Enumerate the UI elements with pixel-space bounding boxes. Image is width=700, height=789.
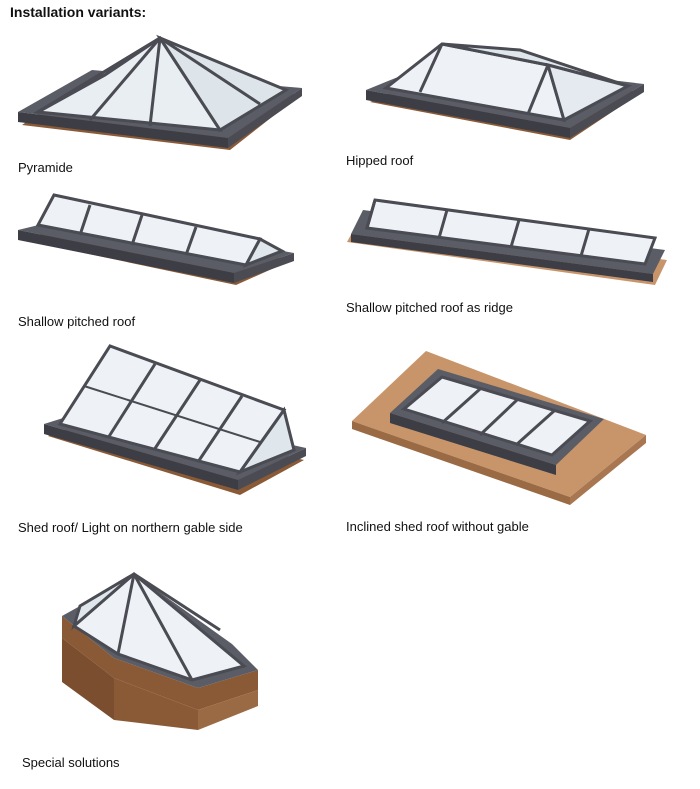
variant-shallow-pitched-roof-ridge: Shallow pitched roof as ridge [345,190,675,320]
variant-pyramide: Pyramide [10,30,310,180]
caption-shallow-pitched-roof-ridge: Shallow pitched roof as ridge [346,300,513,315]
variant-inclined-shed-roof: Inclined shed roof without gable [346,345,650,540]
variant-shallow-pitched-roof: Shallow pitched roof [10,185,310,335]
caption-shallow-pitched-roof: Shallow pitched roof [18,314,136,329]
caption-hipped-roof: Hipped roof [346,153,414,168]
caption-inclined-shed-roof: Inclined shed roof without gable [346,519,529,534]
variant-special-solutions: Special solutions [10,570,310,780]
variant-hipped-roof: Hipped roof [346,30,660,180]
caption-pyramide: Pyramide [18,160,73,175]
caption-shed-roof-northern-gable: Shed roof/ Light on northern gable side [18,520,243,535]
caption-special-solutions: Special solutions [22,755,120,770]
inclined-shed-roof-illustration [352,351,646,505]
variant-shed-roof-northern-gable: Shed roof/ Light on northern gable side [10,340,310,540]
pyramide-illustration [18,34,302,150]
page-heading: Installation variants: [10,4,147,20]
shallow-pitched-roof-illustration [18,193,294,285]
shallow-pitched-roof-ridge-illustration [347,198,667,285]
hipped-roof-illustration [366,42,644,140]
shed-roof-northern-gable-illustration [44,344,306,495]
special-solutions-illustration [62,572,258,730]
